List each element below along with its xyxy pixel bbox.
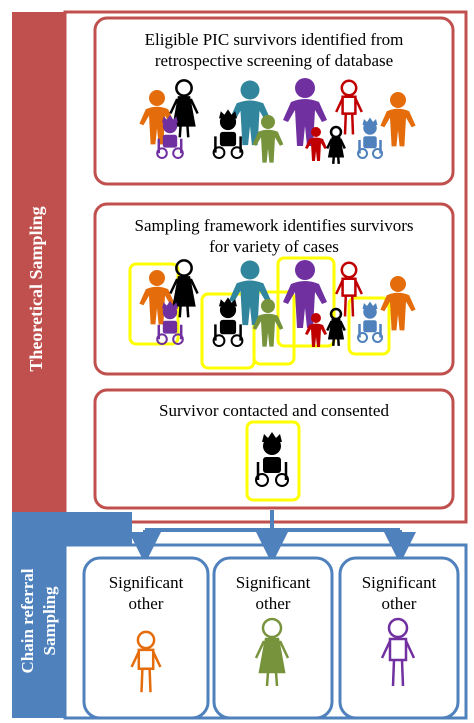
other-label-1: Significant other: [86, 572, 206, 614]
branch-arrows: [129, 510, 416, 564]
person-outline-small-icon: [326, 125, 346, 164]
person-outline-red-icon: [335, 79, 363, 135]
chain-referral-line2: Sampling: [40, 586, 59, 656]
wheelchair-blue-icon: [357, 117, 383, 159]
selection-highlight-4: [276, 256, 336, 348]
person-purple-icon: [283, 78, 327, 146]
framework-title: Sampling framework identifies survivors …: [100, 215, 448, 257]
wheelchair-purple-icon: [156, 300, 184, 346]
wheelchair-blue-icon: [357, 301, 383, 343]
person-green-icon: [252, 115, 284, 163]
person-red-small-icon: [305, 127, 327, 161]
significant-other-icon-purple: [380, 617, 416, 687]
framework-box: [93, 202, 455, 376]
other-box-1: [82, 556, 210, 720]
contacted-title: Survivor contacted and consented: [159, 401, 389, 420]
person-outline-green-icon: [254, 617, 290, 687]
person-outline-purple-icon: [380, 617, 416, 687]
person-outline-red-icon: [335, 261, 363, 317]
wheelchair-black-icon: [255, 432, 289, 487]
identified-line2: retrospective screening of database: [154, 51, 394, 70]
selection-highlight-5: [347, 296, 391, 356]
person-green-icon: [252, 299, 284, 347]
identified-line1: Eligible PIC survivors identified from: [144, 30, 404, 49]
framework-line2: for variety of cases: [209, 237, 339, 256]
survivor-crowd-1: [139, 78, 416, 164]
person-purple-icon: [283, 260, 327, 328]
person-orange-icon: [139, 90, 175, 145]
chain-referral-label: Chain referral Sampling: [17, 551, 63, 691]
significant-other-icon-orange: [130, 630, 162, 693]
chain-referral-line1: Chain referral: [18, 568, 37, 674]
wheelchair-black-icon: [212, 109, 244, 160]
wheelchair-black-icon: [212, 297, 244, 348]
person-orange-2-icon: [380, 276, 416, 331]
other-label-2-line2: other: [255, 594, 291, 613]
theoretical-sampling-label: Theoretical Sampling: [26, 206, 46, 372]
person-orange-icon: [139, 270, 175, 325]
person-teal-icon: [229, 80, 271, 146]
person-orange-2-icon: [380, 92, 416, 147]
other-label-3-line1: Significant: [361, 573, 437, 592]
identified-title: Eligible PIC survivors identified from r…: [100, 29, 448, 71]
other-label-1-line2: other: [128, 594, 164, 613]
survivor-crowd-2: [128, 256, 416, 370]
person-outline-orange-icon: [130, 630, 162, 693]
person-outline-black-icon: [169, 79, 199, 138]
person-red-small-icon: [305, 313, 327, 347]
other-label-1-line1: Significant: [108, 573, 184, 592]
other-label-2-line1: Significant: [235, 573, 311, 592]
framework-line1: Sampling framework identifies survivors: [134, 216, 414, 235]
selected-survivor-icon: [255, 432, 289, 487]
significant-other-icon-green: [254, 617, 290, 687]
other-label-2: Significant other: [214, 572, 332, 614]
other-label-3-line2: other: [381, 594, 417, 613]
other-label-3: Significant other: [340, 572, 458, 614]
person-outline-black-icon: [169, 259, 199, 318]
person-teal-icon: [229, 260, 271, 326]
person-outline-small-icon: [326, 307, 346, 346]
wheelchair-purple-icon: [156, 114, 184, 159]
selected-highlight: [245, 420, 301, 502]
